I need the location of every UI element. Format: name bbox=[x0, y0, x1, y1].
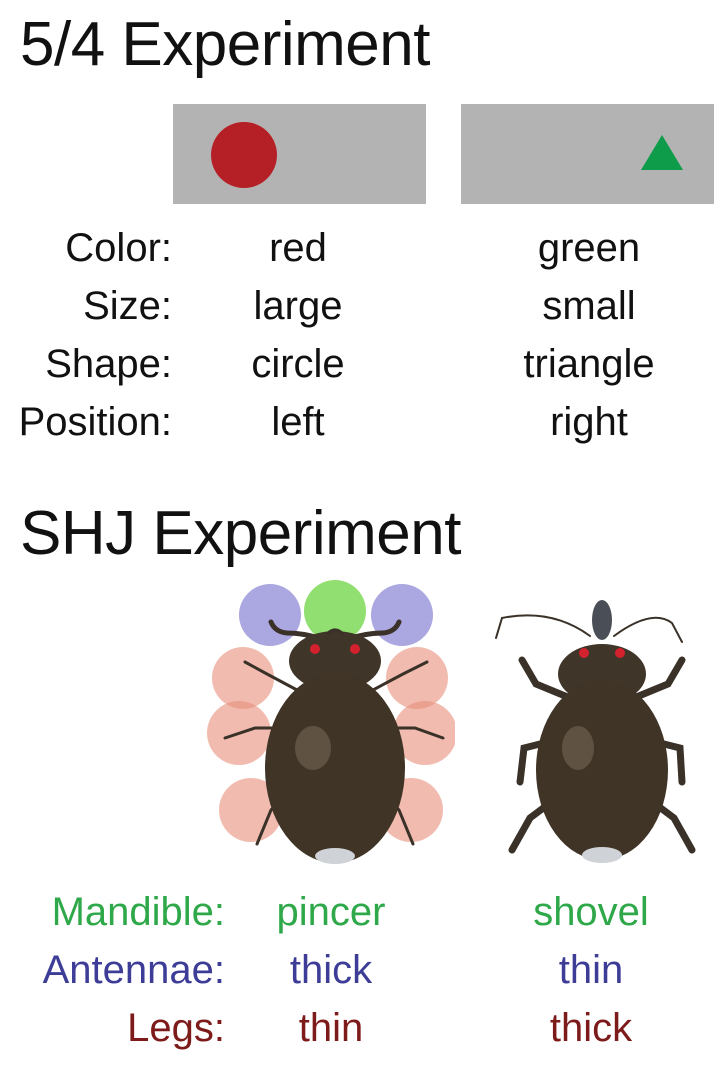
size-label: Size: bbox=[83, 284, 172, 328]
stimulus-a-color: red bbox=[269, 226, 327, 270]
antenna-right-highlight bbox=[371, 584, 433, 646]
beetle-a-antennae: thick bbox=[289, 948, 373, 992]
shape-label: Shape: bbox=[45, 342, 172, 386]
beetle-b-antennae: thin bbox=[558, 948, 624, 992]
stimulus-b-color: green bbox=[537, 226, 641, 270]
beetle-a-mandible: pincer bbox=[276, 890, 386, 934]
leg-highlight-4 bbox=[393, 701, 455, 765]
beetle-b-icon bbox=[495, 600, 696, 863]
leg-highlight-2 bbox=[386, 647, 448, 709]
beetle-b-mandible: shovel bbox=[533, 890, 649, 934]
stimulus-a-shape: circle bbox=[251, 342, 345, 386]
triangle-icon bbox=[641, 135, 683, 170]
circle-icon bbox=[211, 122, 277, 188]
shj-experiment-title: SHJ Experiment bbox=[20, 499, 461, 568]
stimulus-a-size: large bbox=[253, 284, 343, 328]
leg-highlight-1 bbox=[212, 647, 274, 709]
stimulus-b-shape: triangle bbox=[523, 342, 655, 386]
beetle-b-legs: thick bbox=[549, 1006, 633, 1050]
stimulus-a-panel bbox=[173, 104, 426, 204]
beetle-a-icon bbox=[207, 580, 455, 864]
leg-highlight-5 bbox=[219, 778, 283, 842]
stimulus-b-size: small bbox=[542, 284, 636, 328]
mandible-highlight bbox=[304, 580, 366, 642]
position-label: Position: bbox=[18, 400, 172, 444]
mandible-label: Mandible: bbox=[51, 890, 225, 934]
color-label: Color: bbox=[65, 226, 172, 270]
stimulus-b-panel bbox=[461, 104, 714, 204]
beetle-a-legs: thin bbox=[298, 1006, 364, 1050]
five-four-experiment-title: 5/4 Experiment bbox=[20, 10, 431, 79]
antenna-left-highlight bbox=[239, 584, 301, 646]
legs-label: Legs: bbox=[127, 1006, 225, 1050]
antennae-label: Antennae: bbox=[42, 948, 225, 992]
stimulus-b-position: right bbox=[550, 400, 628, 444]
stimulus-a-position: left bbox=[271, 400, 325, 444]
